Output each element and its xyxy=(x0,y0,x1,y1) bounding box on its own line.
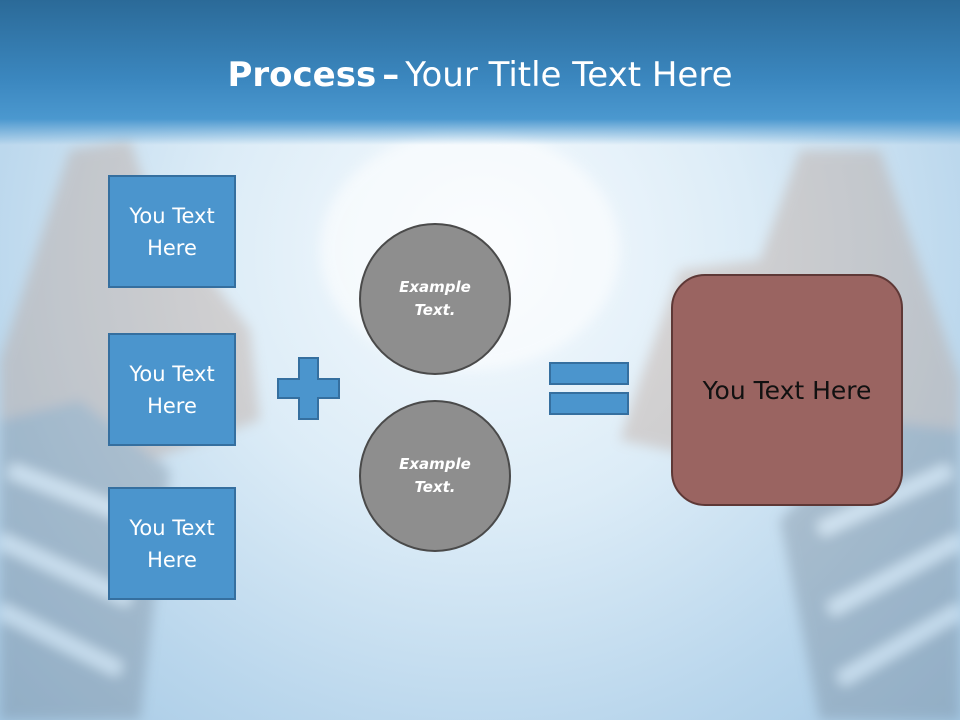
example-circle-1: Example Text. xyxy=(359,223,511,375)
slide-title: Process–Your Title Text Here xyxy=(0,50,960,100)
input-box-label: You Text Here xyxy=(129,361,215,418)
input-box-3: You Text Here xyxy=(108,487,236,600)
result-box: You Text Here xyxy=(671,274,903,506)
input-box-2: You Text Here xyxy=(108,333,236,446)
circle-label: Example Text. xyxy=(399,455,471,496)
title-dash: – xyxy=(382,55,400,95)
input-box-label: You Text Here xyxy=(129,515,215,572)
title-bold: Process xyxy=(227,55,377,95)
input-box-label: You Text Here xyxy=(129,203,215,260)
equals-icon xyxy=(549,362,629,415)
plus-icon xyxy=(277,357,340,420)
title-text: Your Title Text Here xyxy=(405,55,733,95)
input-box-1: You Text Here xyxy=(108,175,236,288)
circle-label: Example Text. xyxy=(399,278,471,319)
result-label: You Text Here xyxy=(702,375,872,405)
example-circle-2: Example Text. xyxy=(359,400,511,552)
title-banner xyxy=(0,0,960,145)
